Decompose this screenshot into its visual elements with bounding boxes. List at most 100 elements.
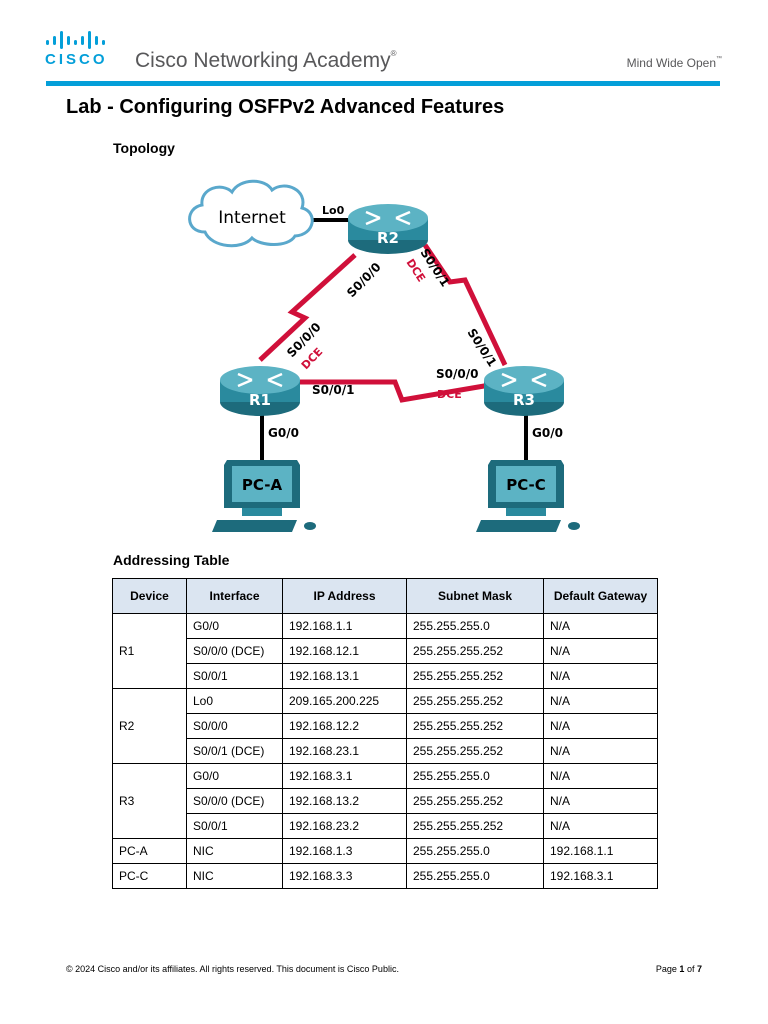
registered-mark: ® xyxy=(390,49,397,58)
mask-cell: 255.255.255.0 xyxy=(406,763,544,789)
column-header: Default Gateway xyxy=(543,578,658,614)
ip-cell: 192.168.3.3 xyxy=(282,863,407,889)
device-cell: PC-A xyxy=(112,838,187,864)
ip-cell: 192.168.23.2 xyxy=(282,813,407,839)
mask-cell: 255.255.255.252 xyxy=(406,788,544,814)
link-r2-r3 xyxy=(422,243,508,367)
label-r3-s000: S0/0/0 xyxy=(436,367,478,381)
mask-cell: 255.255.255.0 xyxy=(406,863,544,889)
gateway-cell: N/A xyxy=(543,638,658,664)
mask-cell: 255.255.255.252 xyxy=(406,813,544,839)
table-row: S0/0/0 (DCE) 192.168.13.2 255.255.255.25… xyxy=(113,788,658,814)
interface-cell: S0/0/0 (DCE) xyxy=(186,788,283,814)
interface-cell: S0/0/0 (DCE) xyxy=(186,638,283,664)
page-indicator: Page 1 of 7 xyxy=(656,964,702,974)
interface-cell: S0/0/1 xyxy=(186,813,283,839)
link-r1-r3 xyxy=(300,379,491,403)
table-row: S0/0/1 192.168.23.2 255.255.255.252 N/A xyxy=(113,813,658,839)
column-header: Device xyxy=(112,578,187,614)
ip-cell: 192.168.12.1 xyxy=(282,638,407,664)
column-header: IP Address xyxy=(282,578,407,614)
link-r1-r2 xyxy=(258,253,357,362)
table-header-row: Device Interface IP Address Subnet Mask … xyxy=(112,578,658,614)
label-r3-g00: G0/0 xyxy=(532,426,563,440)
device-cell: R2 xyxy=(112,688,187,764)
trademark-mark: ™ xyxy=(716,56,722,62)
addressing-table: Device Interface IP Address Subnet Mask … xyxy=(112,578,658,889)
router-r3: R3 xyxy=(484,366,564,416)
table-row: R3 G0/0 192.168.3.1 255.255.255.0 N/A xyxy=(112,763,658,839)
topology-diagram: Internet R2 R1 R3 PC-A xyxy=(188,179,580,532)
mouse-icon xyxy=(304,522,316,530)
tagline: Mind Wide Open™ xyxy=(627,56,722,70)
device-cell: R3 xyxy=(112,763,187,839)
keyboard-icon xyxy=(212,520,297,532)
gateway-cell: N/A xyxy=(543,713,658,739)
router-arrows-icon xyxy=(237,372,283,388)
page-total: 7 xyxy=(696,964,702,974)
interface-cell: S0/0/0 xyxy=(186,713,283,739)
ip-cell: 192.168.23.1 xyxy=(282,738,407,764)
ip-cell: 192.168.1.1 xyxy=(282,613,407,639)
label-r1-g00: G0/0 xyxy=(268,426,299,440)
interface-cell: G0/0 xyxy=(186,763,283,789)
interface-cell: G0/0 xyxy=(186,613,283,639)
gateway-cell: N/A xyxy=(543,688,658,714)
mask-cell: 255.255.255.252 xyxy=(406,738,544,764)
ip-cell: 192.168.3.1 xyxy=(282,763,407,789)
mask-cell: 255.255.255.252 xyxy=(406,663,544,689)
gateway-cell: 192.168.3.1 xyxy=(543,863,658,889)
gateway-cell: 192.168.1.1 xyxy=(543,838,658,864)
cisco-logo-word: CISCO xyxy=(45,51,108,68)
router-label: R3 xyxy=(513,391,535,409)
tagline-text: Mind Wide Open xyxy=(626,56,716,70)
mask-cell: 255.255.255.0 xyxy=(406,838,544,864)
table-row: S0/0/0 (DCE) 192.168.12.1 255.255.255.25… xyxy=(113,638,658,664)
label-r2-s000: S0/0/0 xyxy=(344,260,384,300)
device-cell: R1 xyxy=(112,613,187,689)
mouse-icon xyxy=(568,522,580,530)
interface-cell: S0/0/1 (DCE) xyxy=(186,738,283,764)
header-rule xyxy=(46,81,720,86)
page-word: Page xyxy=(655,964,677,974)
lab-title: Lab - Configuring OSFPv2 Advanced Featur… xyxy=(66,96,505,118)
internet-cloud-icon: Internet xyxy=(188,179,314,248)
label-lo0: Lo0 xyxy=(322,204,345,217)
ip-cell: 192.168.13.1 xyxy=(282,663,407,689)
gateway-cell: N/A xyxy=(543,788,658,814)
device-cell: PC-C xyxy=(112,863,187,889)
pc-label: PC-A xyxy=(242,476,283,494)
table-row: R2 Lo0 209.165.200.225 255.255.255.252 N… xyxy=(112,688,658,764)
academy-name: Cisco Networking Academy® xyxy=(135,49,397,73)
academy-name-text: Cisco Networking Academy xyxy=(135,49,391,72)
router-label: R1 xyxy=(249,391,271,409)
addressing-heading: Addressing Table xyxy=(113,552,230,568)
pc-label: PC-C xyxy=(506,476,546,494)
router-arrows-icon xyxy=(501,372,547,388)
page-footer: © 2024 Cisco and/or its affiliates. All … xyxy=(66,964,702,974)
keyboard-icon xyxy=(476,520,561,532)
label-r3-dce: DCE xyxy=(437,388,462,401)
column-header: Interface xyxy=(186,578,283,614)
page-number: 1 xyxy=(679,964,685,974)
router-arrows-icon xyxy=(365,210,411,226)
topology-heading: Topology xyxy=(113,140,175,156)
router-label: R2 xyxy=(377,229,399,247)
table-row: S0/0/1 192.168.13.1 255.255.255.252 N/A xyxy=(113,663,658,689)
gateway-cell: N/A xyxy=(543,813,658,839)
table-row: PC-A NIC 192.168.1.3 255.255.255.0 192.1… xyxy=(112,838,658,864)
table-row: R1 G0/0 192.168.1.1 255.255.255.0 N/A xyxy=(112,613,658,689)
table-row: S0/0/0 192.168.12.2 255.255.255.252 N/A xyxy=(113,713,658,739)
page-of: of xyxy=(686,964,695,974)
gateway-cell: N/A xyxy=(543,613,658,639)
cloud-label: Internet xyxy=(218,208,286,228)
mask-cell: 255.255.255.252 xyxy=(406,688,544,714)
gateway-cell: N/A xyxy=(543,663,658,689)
interface-cell: NIC xyxy=(186,838,283,864)
cisco-logo-bars-icon xyxy=(46,31,105,49)
ip-cell: 192.168.1.3 xyxy=(282,838,407,864)
gateway-cell: N/A xyxy=(543,738,658,764)
mask-cell: 255.255.255.0 xyxy=(406,613,544,639)
table-row: PC-C NIC 192.168.3.3 255.255.255.0 192.1… xyxy=(112,863,658,889)
page-header: CISCO Cisco Networking Academy® Mind Wid… xyxy=(0,0,768,90)
